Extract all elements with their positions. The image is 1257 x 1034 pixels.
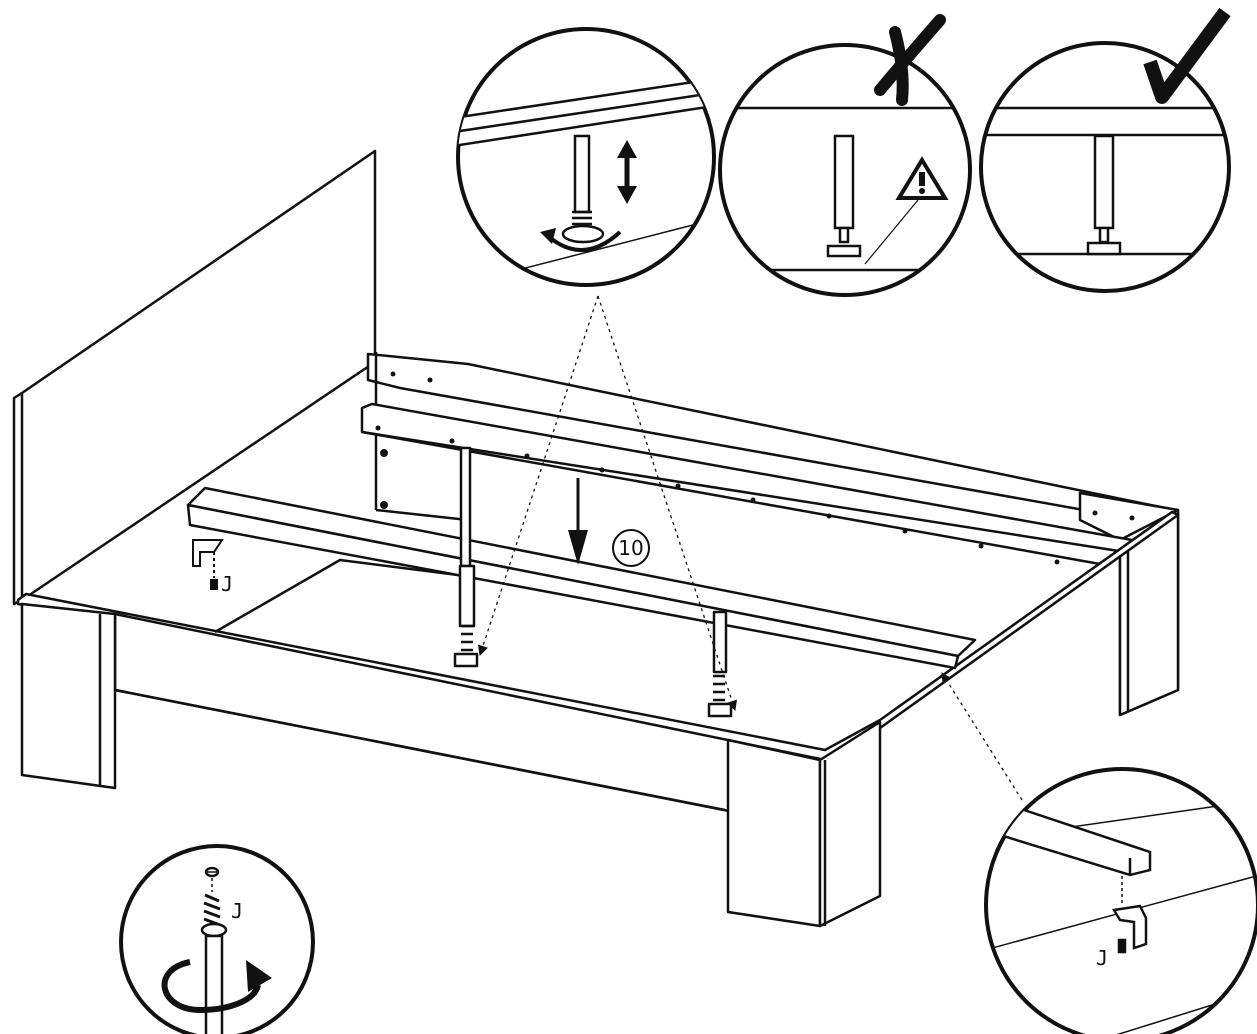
- detail-leader-lines: [477, 295, 1023, 801]
- warning-triangle-icon: [895, 156, 949, 200]
- rail-holes: [375, 371, 1135, 565]
- left-leg: [20, 602, 117, 790]
- detail-wrong: [718, 14, 972, 297]
- bracket-left: [192, 539, 224, 590]
- part-label-j-right: J: [1096, 946, 1108, 970]
- detail-correct: [979, 7, 1231, 293]
- double-arrow-icon: [617, 140, 637, 204]
- adjustable-leg-left: [453, 446, 479, 668]
- cross-icon: [874, 14, 946, 106]
- right-side-rail: [1078, 491, 1180, 717]
- detail-beam-bracket: [984, 767, 1257, 1034]
- down-arrow-icon: [568, 478, 588, 565]
- part-label-j-screw: J: [231, 899, 243, 923]
- step-number-badge: 10: [612, 529, 650, 567]
- step-number: 10: [618, 536, 643, 560]
- detail-screw-tighten: [119, 844, 315, 1034]
- part-label-j-left: J: [221, 572, 233, 596]
- center-beam: [186, 486, 977, 670]
- right-front-leg: [726, 720, 882, 928]
- check-icon: [1143, 7, 1231, 104]
- detail-leg-adjust: [456, 27, 716, 287]
